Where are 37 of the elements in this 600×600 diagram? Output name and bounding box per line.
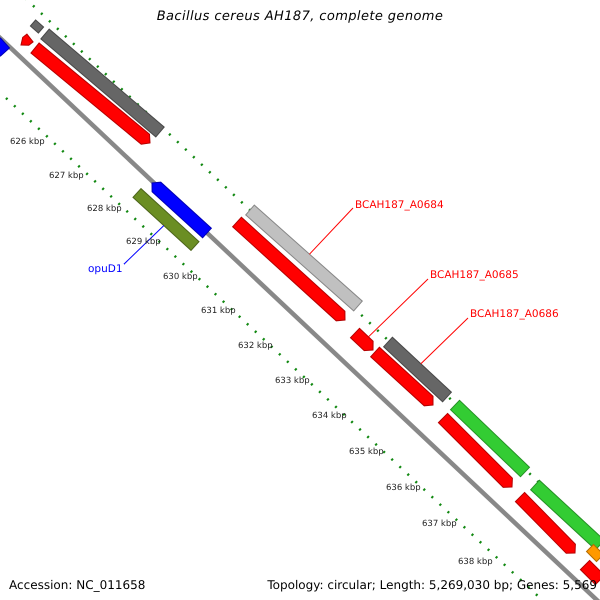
gene-feature <box>438 412 513 488</box>
genome-info: Topology: circular; Length: 5,269,030 bp; Genes: 5,569 <box>267 579 597 591</box>
gene-feature <box>40 28 165 138</box>
gene-label: opuD1 <box>87 264 124 274</box>
gene-feature <box>450 400 530 478</box>
position-label: 629 kbp <box>126 238 161 246</box>
leader-line <box>420 318 468 364</box>
gene-feature <box>0 37 10 57</box>
gene-feature <box>370 346 434 406</box>
title: Bacillus cereus AH187, complete genome <box>156 9 444 24</box>
gene-feature <box>514 492 576 554</box>
position-label: 637 kbp <box>422 520 457 528</box>
position-label: 632 kbp <box>238 342 273 350</box>
gene-feature <box>30 42 151 145</box>
gene-feature <box>30 19 44 34</box>
position-label: 636 kbp <box>386 484 421 492</box>
gene-label: BCAH187_A0685 <box>429 270 520 280</box>
genome-info: Accession: NC_011658 <box>9 579 146 591</box>
gene-label: BCAH187_A0684 <box>354 200 445 210</box>
gene-feature <box>152 182 212 238</box>
position-label: 634 kbp <box>312 412 347 420</box>
gene-feature <box>586 544 600 562</box>
gene-feature <box>382 336 452 402</box>
position-label: 635 kbp <box>349 448 384 456</box>
position-label: 627 kbp <box>49 172 84 180</box>
position-label: 633 kbp <box>275 377 310 386</box>
position-label: 630 kbp <box>163 273 198 282</box>
gene-feature <box>530 480 600 550</box>
leader-line <box>308 208 354 255</box>
position-label: 631 kbp <box>201 307 236 316</box>
position-label: 626 kbp <box>10 138 45 146</box>
position-label: 628 kbp <box>87 205 122 214</box>
position-label: 638 kbp <box>458 558 493 566</box>
leader-line <box>368 278 428 338</box>
gene-label: BCAH187_A0686 <box>469 309 560 320</box>
gene-feature <box>350 328 374 352</box>
gene-feature <box>20 33 34 46</box>
